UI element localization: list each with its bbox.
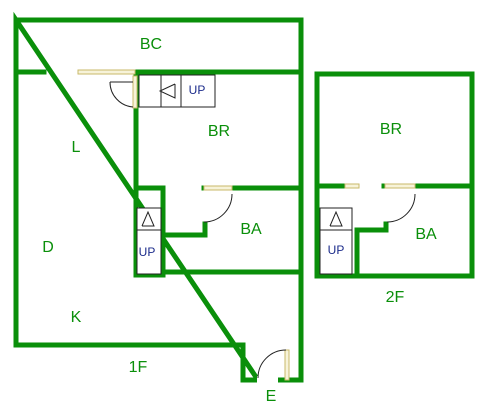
room-label-living: L [72, 139, 81, 156]
first-floor: UP UP BC L D K [13, 11, 304, 405]
room-label-dining: D [42, 239, 54, 256]
door-leaf [344, 183, 360, 189]
room-label-bedroom-1f: BR [208, 123, 230, 140]
door-bath-2f[interactable] [384, 182, 416, 223]
outer-wall-2f [314, 71, 475, 279]
door-leaf [132, 75, 138, 109]
door-balcony[interactable] [77, 69, 136, 75]
stair-up-label: UP [189, 83, 206, 97]
stair-up-label: UP [328, 243, 345, 257]
room-label-bath-1f: BA [240, 221, 262, 238]
door-bath[interactable] [203, 184, 233, 223]
stair-step [136, 207, 162, 231]
door-swing-arc [257, 349, 287, 379]
room-label-bedroom-2f: BR [380, 121, 402, 138]
second-floor: UP BR BA 2F [314, 71, 475, 306]
door-swing-arc [386, 193, 416, 223]
interior-wall-stair [133, 185, 166, 278]
door-stair-2f[interactable] [344, 183, 360, 189]
room-label-bath-2f: BA [415, 226, 437, 243]
interior-wall-bath [160, 185, 304, 275]
stair-left-1f: UP [136, 207, 162, 275]
door-living[interactable] [109, 75, 138, 109]
stair-step [180, 74, 216, 108]
door-leaf [284, 349, 290, 381]
door-swing-arc [203, 193, 233, 223]
floor-label-2f: 2F [386, 289, 405, 306]
stair-top-1f: UP [138, 74, 216, 108]
stair-2f: UP [319, 207, 353, 275]
stair-up-label: UP [139, 245, 156, 259]
door-leaf [384, 183, 416, 189]
room-label-balcony: BC [140, 36, 162, 53]
stair-step [138, 74, 162, 108]
stair-step [160, 74, 182, 108]
floor-label-1f: 1F [129, 359, 148, 376]
interior-wall-2f-bath [354, 221, 389, 277]
entrance-label: E [266, 388, 277, 405]
sliding-door-leaf [77, 69, 136, 75]
stair-arrow-icon [329, 210, 343, 227]
stair-arrow-icon [158, 83, 176, 99]
room-label-kitchen: K [71, 309, 82, 326]
stair-step [319, 229, 353, 275]
stair-step [136, 229, 162, 275]
door-leaf [203, 185, 233, 191]
door-entrance[interactable] [257, 349, 290, 384]
door-swing-arc [109, 81, 134, 108]
stair-arrow-icon [141, 210, 155, 227]
